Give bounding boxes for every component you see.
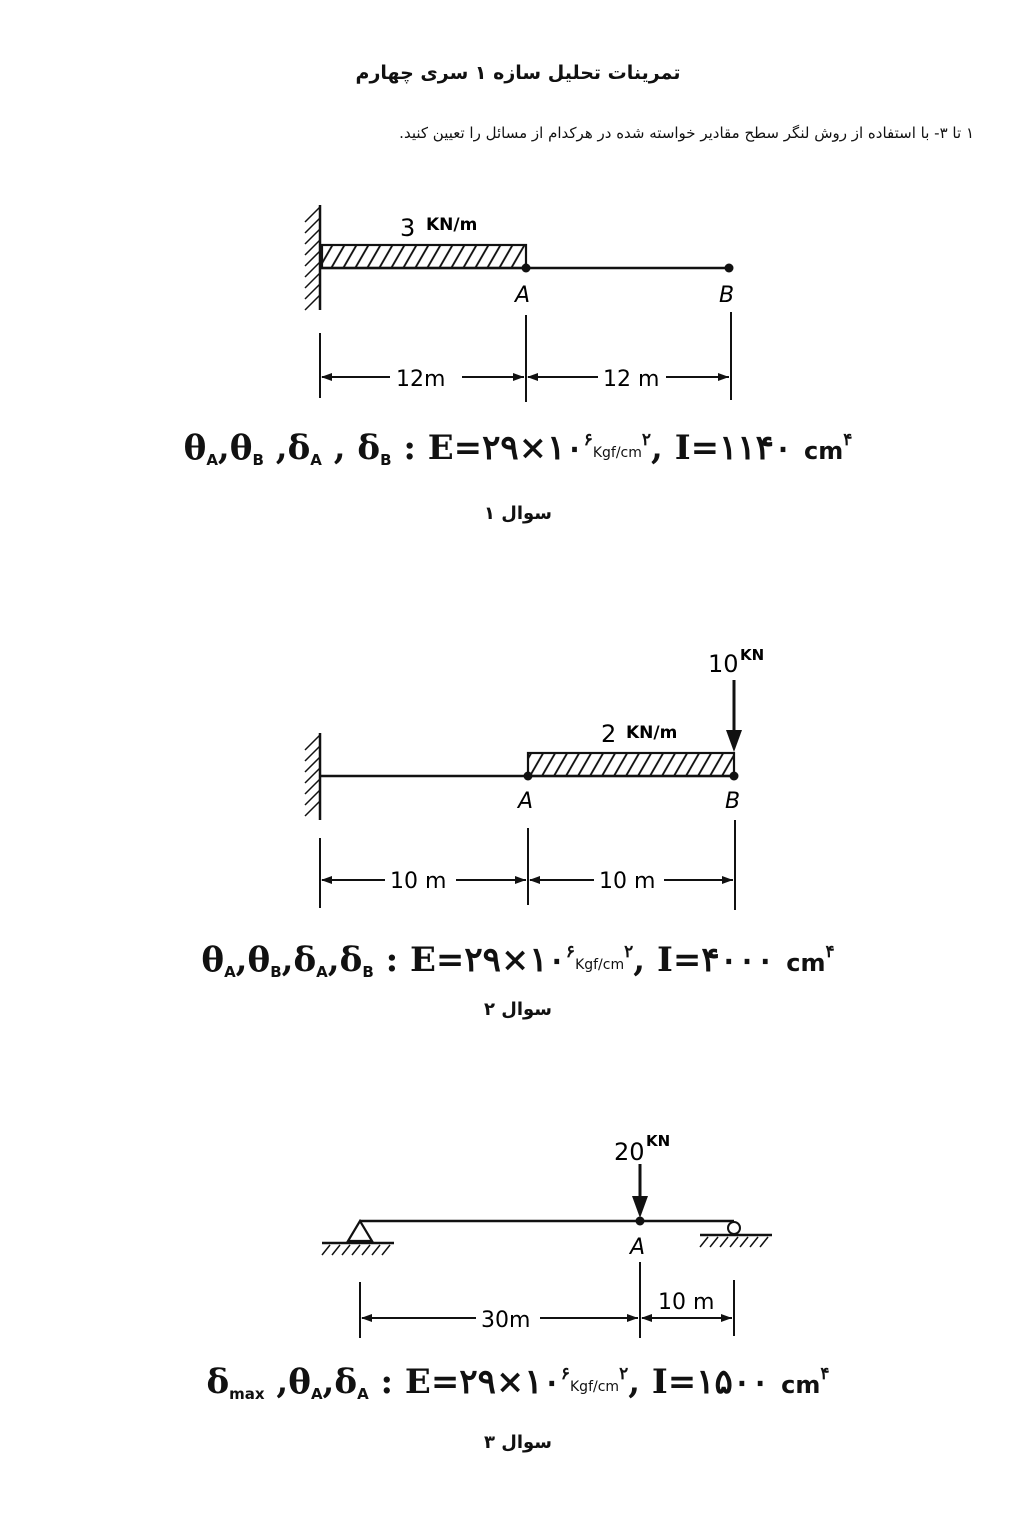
- load-unit-2: KN/m: [626, 723, 677, 743]
- point-a-label-2: A: [516, 789, 533, 814]
- instruction-text: ۱ تا ۳- با استفاده از روش لنگر سطح مقادی…: [399, 124, 974, 142]
- load-value-2: 2: [601, 720, 616, 748]
- joint-b-1: [724, 263, 734, 273]
- formula-1: θA,θB ,δA , δB : E=۲۹×۱۰۶Kgf/cm۲, I=۱۱۴۰…: [183, 428, 853, 469]
- dimension-3a: 30m: [481, 1308, 530, 1333]
- problem-3-diagram: 20 KN A 30m 10 m: [321, 1132, 772, 1338]
- force-unit-2: KN: [740, 646, 764, 664]
- joint-b-2: [729, 771, 739, 781]
- load-value-1: 3: [400, 214, 415, 242]
- dimension-lines-2: [319, 820, 736, 910]
- point-a-label-3: A: [628, 1235, 645, 1260]
- dimension-2a: 10 m: [390, 869, 446, 894]
- dimension-2b: 10 m: [599, 869, 655, 894]
- point-b-label-2: B: [725, 789, 740, 814]
- force-value-3: 20: [614, 1138, 645, 1166]
- question-label-1: سوال ۱: [483, 503, 553, 524]
- point-load-arrow-2: [726, 680, 742, 752]
- question-label-2: سوال ۲: [483, 999, 553, 1020]
- fixed-support-2: [304, 733, 322, 820]
- load-unit-1: KN/m: [426, 215, 477, 235]
- dimension-3b: 10 m: [658, 1290, 714, 1315]
- pin-support: [321, 1218, 394, 1256]
- page-title: تمرینات تحلیل سازه ۱ سری چهارم: [355, 62, 681, 84]
- problem-2-diagram: 2 KN/m 10 KN A B 10 m 10 m: [304, 646, 764, 910]
- joint-a-3: [635, 1216, 645, 1226]
- fixed-support-1: [304, 205, 322, 311]
- point-a-label-1: A: [513, 283, 530, 308]
- question-label-3: سوال ۳: [483, 1432, 553, 1453]
- roller-support: [699, 1221, 772, 1248]
- force-unit-3: KN: [646, 1132, 670, 1150]
- dimension-lines-3: [359, 1262, 735, 1338]
- distributed-load-1: [320, 243, 528, 270]
- formula-3: δmax ,θA,δA : E=۲۹×۱۰۶Kgf/cm۲, I=۱۵۰۰ cm…: [206, 1362, 830, 1403]
- dimension-1b: 12 m: [603, 367, 659, 392]
- force-value-2: 10: [708, 650, 739, 678]
- joint-a-1: [521, 263, 531, 273]
- distributed-load-2: [526, 751, 736, 778]
- point-load-arrow-3: [632, 1164, 648, 1218]
- formula-2: θA,θB,δA,δB : E=۲۹×۱۰۶Kgf/cm۲, I=۴۰۰۰ cm…: [201, 940, 835, 981]
- dimension-lines-1: [319, 312, 732, 402]
- problem-1-diagram: 3 KN/m A B 12m 12 m: [304, 205, 734, 402]
- joint-a-2: [523, 771, 533, 781]
- dimension-1a: 12m: [396, 367, 445, 392]
- point-b-label-1: B: [719, 283, 734, 308]
